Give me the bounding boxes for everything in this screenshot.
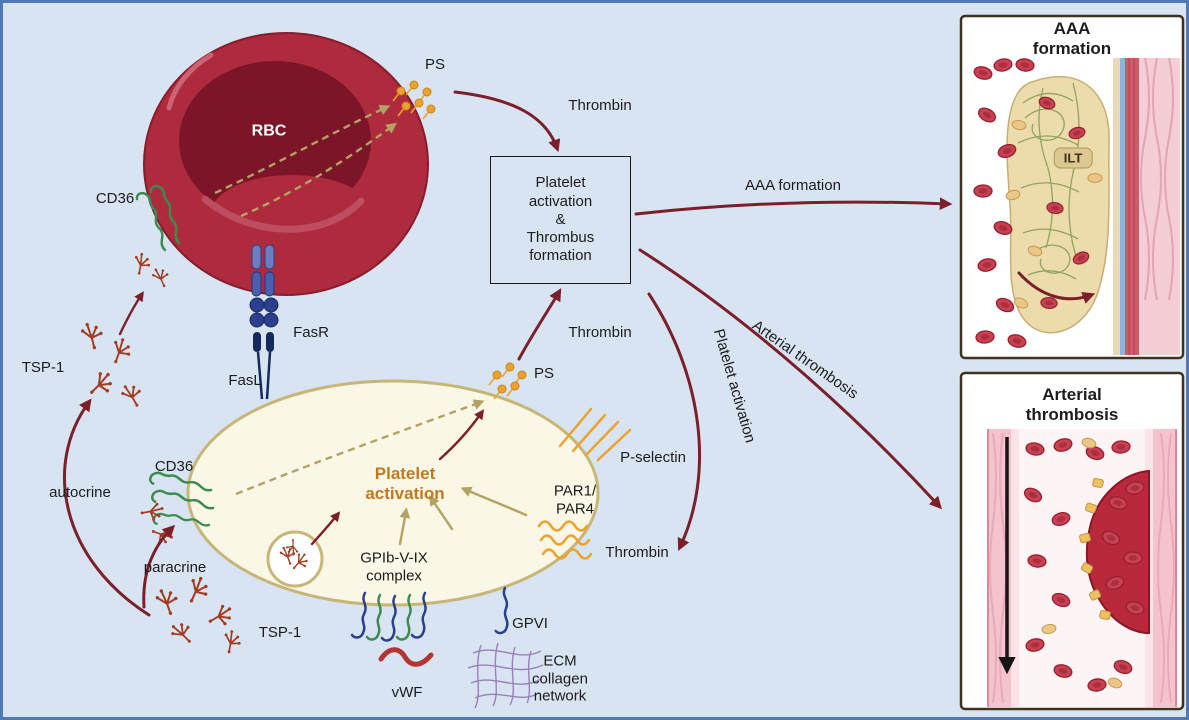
par-to-activation-arrow (460, 486, 528, 517)
tsp1-near-cd36-rbc (131, 250, 174, 291)
tsp1-uptake-cup (266, 530, 324, 588)
paracrine-arrow (142, 524, 176, 609)
cup-to-activation-arrow (310, 511, 341, 546)
arterial-thrombosis-panel (959, 371, 1185, 711)
diagram-canvas (62, 14, 1185, 711)
box-to-aaa-arrow (634, 197, 953, 216)
gpvi-to-activation-arrow (428, 494, 454, 531)
platelet-ps-dashed-arrow (235, 399, 485, 496)
signal-arrows (62, 90, 953, 617)
tsp1-molecule (152, 584, 184, 619)
aaa-formation-panel (959, 14, 1185, 360)
tsp1-molecule (220, 628, 244, 656)
rbc-ps-dashed-arrow-2 (240, 122, 398, 218)
tsp1-molecule (106, 334, 136, 368)
center-box-text: Platelet activation & Thrombus formation (526, 174, 595, 265)
ps-dot (488, 370, 502, 386)
platelet-aggregate (1091, 477, 1105, 489)
tsp1-molecule (138, 500, 167, 524)
tsp-to-cd36-arrow (118, 291, 144, 336)
tsp1-molecule (203, 600, 238, 633)
activation-to-thrombin-arrow (647, 292, 701, 551)
platelet-activation-thrombus-box: Platelet activation & Thrombus formation (490, 156, 631, 284)
tsp1-molecule (117, 378, 148, 412)
tsp1-molecule (83, 366, 120, 403)
platelet-cell (186, 379, 600, 607)
par1-par4-receptors (537, 520, 593, 560)
rbc-ps-dashed-arrow-1 (214, 105, 391, 195)
rbc-cell (143, 32, 429, 296)
ps-dots-platelet (488, 362, 527, 400)
ecm-collagen-mesh (467, 642, 544, 709)
tsp1-molecule (78, 318, 108, 353)
p-selectin-receptors (558, 407, 632, 462)
tsp1-molecule (166, 616, 199, 649)
tan-cell (1087, 173, 1103, 183)
gpvi-receptor (490, 586, 511, 635)
aaa-ilt-arrow (1017, 271, 1096, 304)
red-cell (1123, 551, 1143, 565)
fasr-fasl-receptor (249, 244, 279, 400)
red-cell (973, 184, 993, 198)
box-to-arterial-arrow (638, 248, 942, 510)
tsp1-molecule (131, 250, 153, 278)
vwf-ribbon (378, 647, 434, 667)
ps-dot (506, 381, 520, 397)
ps-dot (422, 104, 436, 120)
ilt-fibrin-mesh (1017, 82, 1080, 280)
ps-dot (501, 362, 515, 378)
autocrine-arrow (62, 398, 151, 617)
tsp1-cluster-bottom (152, 572, 244, 656)
tsp1-cluster-left (78, 318, 148, 412)
tsp1-molecule (149, 263, 174, 291)
ps-dot (405, 80, 419, 96)
ps-to-box-arrow (517, 288, 562, 361)
to-ps-arrow (438, 409, 485, 461)
gpib-to-activation-arrow (398, 507, 411, 546)
tsp1-molecule (181, 572, 214, 609)
thrombin-to-box-arrow (453, 90, 561, 153)
platelet-aggregate (1098, 609, 1112, 621)
